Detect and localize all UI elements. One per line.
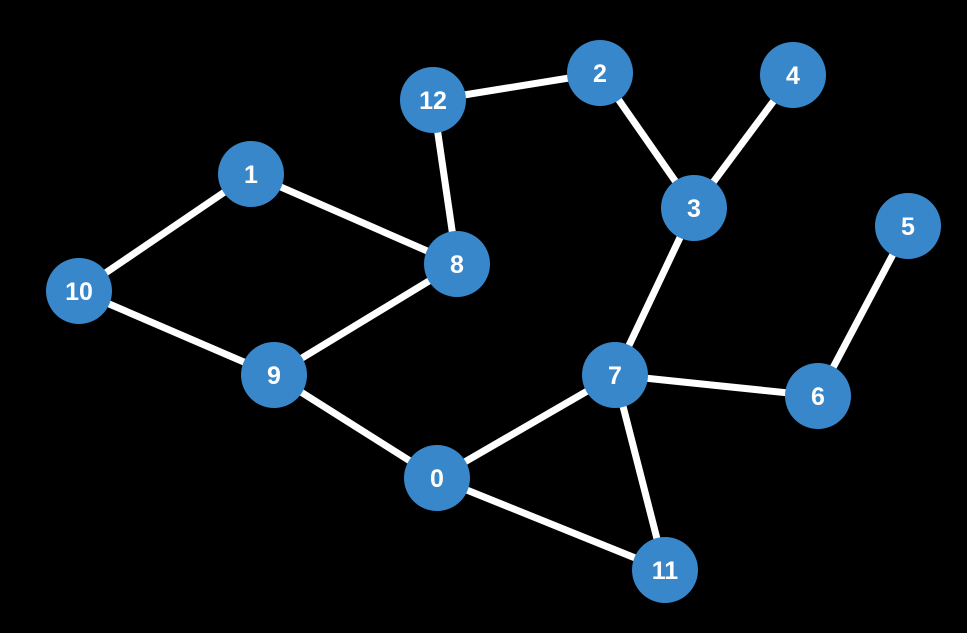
graph-edge-9-8 bbox=[272, 261, 459, 378]
graph-node-3[interactable]: 3 bbox=[661, 175, 727, 241]
graph-node-label-10: 10 bbox=[65, 278, 93, 306]
graph-node-circle-3[interactable] bbox=[661, 175, 727, 241]
graph-node-2[interactable]: 2 bbox=[567, 40, 633, 106]
graph-edge-10-9 bbox=[77, 287, 276, 379]
graph-node-circle-8[interactable] bbox=[424, 231, 490, 297]
graph-node-label-6: 6 bbox=[811, 383, 825, 411]
graph-node-circle-7[interactable] bbox=[582, 342, 648, 408]
graph-node-label-9: 9 bbox=[267, 362, 281, 390]
edge-layer bbox=[77, 69, 912, 574]
graph-node-label-2: 2 bbox=[593, 60, 607, 88]
graph-edge-0-11 bbox=[435, 474, 667, 574]
graph-node-circle-0[interactable] bbox=[404, 445, 470, 511]
graph-node-label-4: 4 bbox=[786, 62, 800, 90]
graph-node-circle-9[interactable] bbox=[241, 342, 307, 408]
graph-node-11[interactable]: 11 bbox=[632, 537, 698, 603]
graph-node-label-7: 7 bbox=[608, 362, 622, 390]
graph-node-6[interactable]: 6 bbox=[785, 363, 851, 429]
graph-edge-7-11 bbox=[611, 374, 669, 571]
graph-node-label-8: 8 bbox=[450, 251, 464, 279]
graph-node-label-0: 0 bbox=[430, 465, 444, 493]
graph-edge-1-8 bbox=[249, 170, 459, 268]
graph-node-1[interactable]: 1 bbox=[218, 141, 284, 207]
graph-node-circle-6[interactable] bbox=[785, 363, 851, 429]
graph-edge-10-1 bbox=[77, 171, 253, 294]
graph-edge-0-7 bbox=[435, 371, 617, 482]
graph-node-circle-4[interactable] bbox=[760, 42, 826, 108]
graph-node-circle-11[interactable] bbox=[632, 537, 698, 603]
graph-node-circle-2[interactable] bbox=[567, 40, 633, 106]
graph-node-label-5: 5 bbox=[901, 213, 915, 241]
graph-edge-7-6 bbox=[614, 371, 819, 400]
graph-node-label-1: 1 bbox=[244, 161, 258, 189]
graph-node-label-12: 12 bbox=[419, 87, 447, 115]
graph-node-9[interactable]: 9 bbox=[241, 342, 307, 408]
graph-node-4[interactable]: 4 bbox=[760, 42, 826, 108]
graph-node-circle-10[interactable] bbox=[46, 258, 112, 324]
graph-node-circle-12[interactable] bbox=[400, 67, 466, 133]
graph-node-circle-5[interactable] bbox=[875, 193, 941, 259]
graph-node-10[interactable]: 10 bbox=[46, 258, 112, 324]
graph-node-0[interactable]: 0 bbox=[404, 445, 470, 511]
graph-node-7[interactable]: 7 bbox=[582, 342, 648, 408]
graph-node-label-11: 11 bbox=[652, 557, 679, 585]
graph-node-12[interactable]: 12 bbox=[400, 67, 466, 133]
graph-node-5[interactable]: 5 bbox=[875, 193, 941, 259]
graph-node-circle-1[interactable] bbox=[218, 141, 284, 207]
graph-node-8[interactable]: 8 bbox=[424, 231, 490, 297]
graph-node-label-3: 3 bbox=[687, 195, 701, 223]
